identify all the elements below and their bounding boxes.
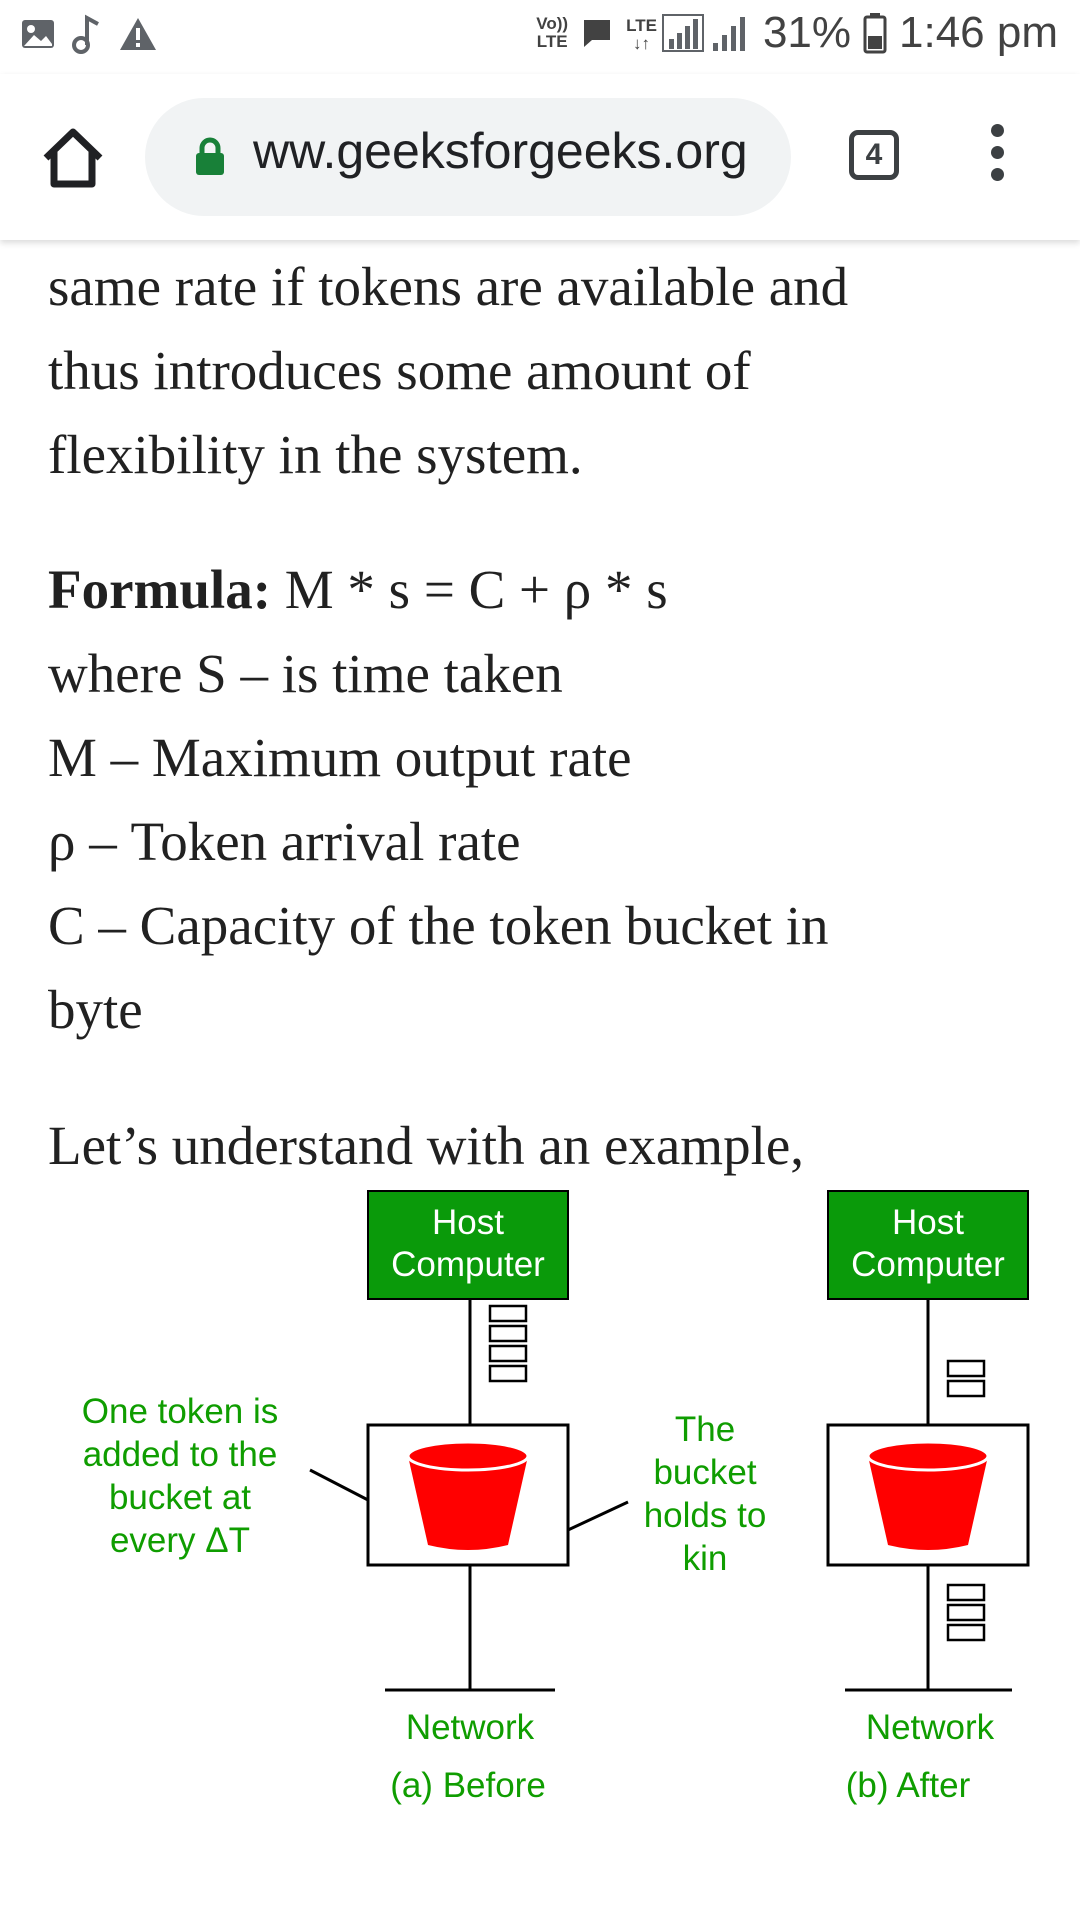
caption-after: (b) After	[845, 1766, 971, 1805]
definition-line: M – Maximum output rate	[48, 727, 632, 788]
battery-percent: 31%	[762, 8, 852, 57]
data-arrows-icon: ↓↑	[633, 34, 650, 53]
lte-label: LTE	[626, 16, 657, 35]
signal-icon-secondary	[712, 17, 745, 51]
host-label-line: Host	[432, 1203, 504, 1242]
network-label-after: Network	[865, 1708, 995, 1747]
lte-indicator: LTE ↓↑	[626, 13, 751, 53]
token-bucket-diagram: Host Computer Host Computer One token is…	[0, 1180, 1080, 1820]
formula-expression: M * s = C + ρ * s	[271, 559, 668, 620]
note-line: holds to	[643, 1496, 767, 1535]
note-line: kin	[682, 1539, 728, 1578]
packet-queue-after-bottom	[946, 1583, 986, 1642]
host-label-line: Host	[892, 1203, 964, 1242]
music-note-icon	[72, 14, 99, 54]
packet-queue-before	[488, 1304, 528, 1383]
paragraph-line: thus introduces some amount of	[48, 340, 751, 401]
note-line: added to the	[82, 1435, 278, 1474]
url-text: ww.geeksforgeeks.org	[253, 123, 748, 179]
definition-line: C – Capacity of the token bucket in	[48, 895, 829, 956]
formula-line: Formula: M * s = C + ρ * s	[48, 548, 1048, 632]
diagram-graphics	[309, 1190, 1030, 1692]
volte-bottom-label: LTE	[536, 32, 568, 51]
paragraph-line: same rate if tokens are available and	[48, 256, 849, 317]
address-bar[interactable]: ww.geeksforgeeks.org	[145, 98, 791, 216]
message-icon	[584, 20, 611, 47]
host-label-line: Computer	[851, 1245, 1005, 1284]
host-computer-label-after: Host Computer	[828, 1202, 1028, 1286]
image-icon	[22, 20, 54, 48]
browser-toolbar: ww.geeksforgeeks.org 4	[0, 74, 1080, 240]
definition-line: where S – is time taken	[48, 643, 563, 704]
lock-icon	[196, 137, 224, 175]
bucket-after	[866, 1440, 990, 1550]
note-line: The	[674, 1410, 736, 1449]
definition-line: byte	[48, 979, 143, 1040]
battery-icon	[863, 13, 887, 54]
host-computer-label-before: Host Computer	[368, 1202, 568, 1286]
example-intro: Let’s understand with an example,	[48, 1104, 1048, 1188]
note-line: every ΔT	[109, 1521, 251, 1560]
formula-block: Formula: M * s = C + ρ * s where S – is …	[48, 548, 1048, 1052]
host-computer-box-after	[827, 1190, 1029, 1300]
note-line: bucket at	[108, 1478, 252, 1517]
bucket-holds-note: The bucket holds to kin	[605, 1408, 805, 1580]
status-left-icons	[20, 14, 158, 54]
paragraph-line: flexibility in the system.	[48, 424, 583, 485]
host-computer-box-before	[367, 1190, 569, 1300]
home-icon[interactable]	[38, 122, 108, 192]
tab-count: 4	[865, 138, 883, 171]
note-line: bucket	[653, 1453, 757, 1492]
packet-queue-after-top	[946, 1359, 986, 1398]
caption-before: (a) Before	[390, 1766, 546, 1805]
article-paragraph: same rate if tokens are available and th…	[48, 245, 1048, 497]
formula-label: Formula:	[48, 559, 272, 620]
network-label-before: Network	[405, 1708, 535, 1747]
overflow-menu-icon[interactable]	[982, 124, 1012, 190]
volte-top-label: Vo))	[536, 14, 569, 33]
host-label-line: Computer	[391, 1245, 545, 1284]
definition-line: ρ – Token arrival rate	[48, 811, 521, 872]
tabs-icon[interactable]: 4	[849, 130, 899, 180]
status-right-icons: Vo)) LTE LTE ↓↑ 31%	[536, 8, 1058, 58]
warning-icon	[120, 18, 156, 50]
signal-icon	[661, 14, 704, 52]
bucket-before	[406, 1440, 530, 1550]
token-added-note: One token is added to the bucket at ever…	[50, 1390, 310, 1562]
status-bar: Vo)) LTE LTE ↓↑ 31%	[0, 0, 1080, 74]
note-line: One token is	[81, 1392, 279, 1431]
clock: 1:46 pm	[899, 8, 1058, 57]
example-intro-text: Let’s understand with an example,	[48, 1115, 805, 1176]
volte-indicator: Vo)) LTE	[536, 15, 568, 51]
